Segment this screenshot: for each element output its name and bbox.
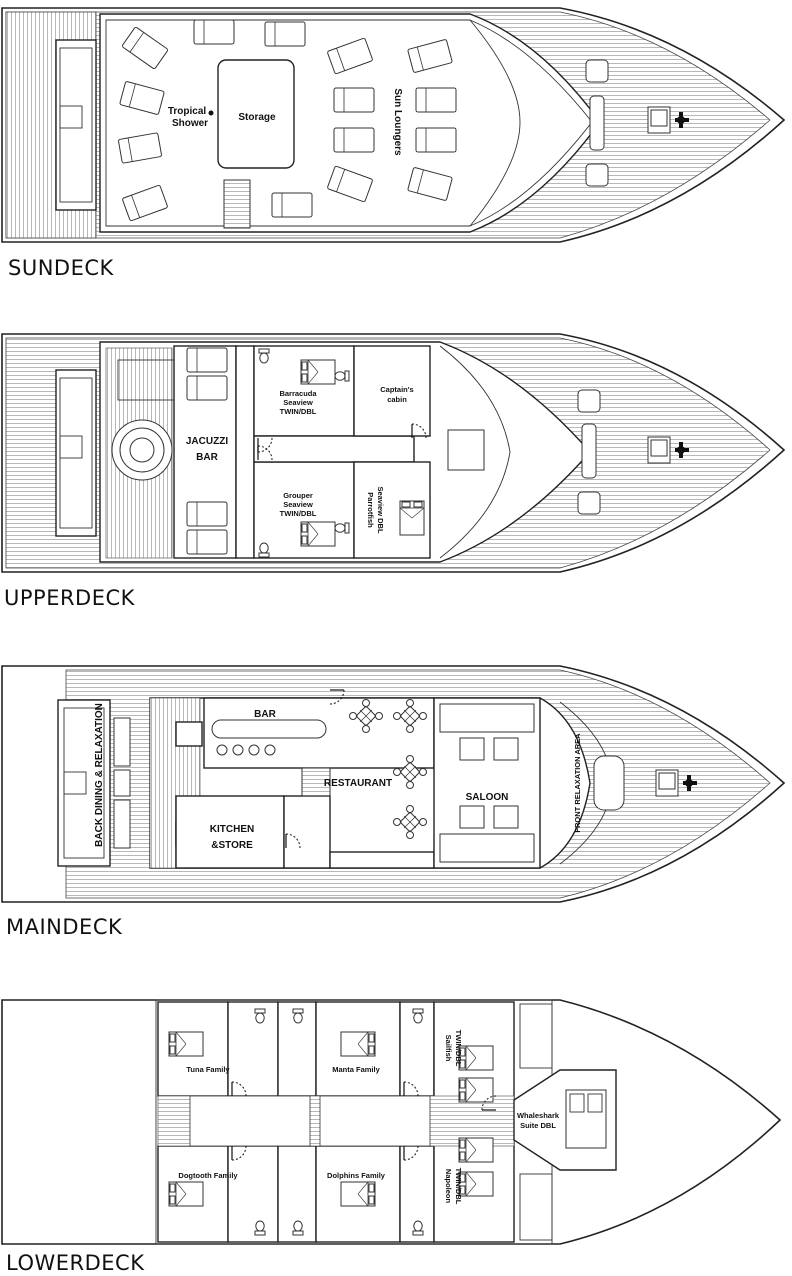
sun-lounger-icon [264, 21, 306, 47]
storage-label: Storage [238, 112, 276, 123]
deck-title-upperdeck: UPPERDECK [4, 586, 136, 610]
stairs-icon [301, 767, 331, 797]
captain-cabin-label: Captain's [380, 385, 413, 394]
lowerdeck: Tuna Family Manta Family Sailfish TWIN/D… [1, 999, 782, 1245]
bed-icon [168, 1181, 204, 1207]
barracuda-cabin-label: Barracuda [279, 389, 317, 398]
bed-icon [458, 1045, 494, 1071]
bar-label: BAR [254, 709, 276, 720]
sun-lounger-icon [186, 347, 228, 373]
bed-icon [399, 500, 425, 536]
sun-lounger-icon [186, 501, 228, 527]
whaleshark-suite-label-2: Suite DBL [520, 1121, 556, 1130]
sun-loungers-label: Sun Loungers [392, 88, 403, 156]
bed-icon [300, 521, 336, 547]
toilet-icon [412, 1008, 424, 1024]
toilet-icon [258, 348, 270, 364]
kitchen-label: KITCHEN [210, 824, 254, 835]
sun-lounger-icon [271, 192, 313, 218]
shower-icon [208, 110, 214, 116]
saloon-label: SALOON [466, 792, 509, 803]
toilet-icon [334, 370, 350, 382]
napoleon-cabin-label: Napoleon [444, 1169, 453, 1204]
bed-icon [300, 359, 336, 385]
sun-lounger-icon [333, 127, 375, 153]
tropical-shower-label-2: Shower [172, 118, 208, 129]
sun-lounger-icon [186, 529, 228, 555]
grouper-cabin-label-3: TWIN/DBL [280, 509, 317, 518]
captain-cabin-label-2: cabin [387, 395, 407, 404]
sun-lounger-icon [415, 87, 457, 113]
stairs-icon [223, 179, 251, 229]
toilet-icon [292, 1008, 304, 1024]
sun-lounger-icon [415, 127, 457, 153]
toilet-icon [254, 1008, 266, 1024]
dolphins-cabin-label: Dolphins Family [327, 1171, 386, 1180]
manta-cabin-label: Manta Family [332, 1065, 380, 1074]
bar-label: BAR [196, 452, 218, 463]
barracuda-cabin-label-2: Seaview [283, 398, 313, 407]
sun-lounger-icon [193, 19, 235, 45]
toilet-icon [292, 1220, 304, 1236]
tuna-cabin-label: Tuna Family [186, 1065, 230, 1074]
bed-icon [458, 1137, 494, 1163]
parrotfish-cabin-label: Parrotfish [366, 492, 375, 528]
toilet-icon [334, 522, 350, 534]
bed-icon [340, 1031, 376, 1057]
tropical-shower-label: Tropical [168, 106, 207, 117]
bed-icon [458, 1171, 494, 1197]
whaleshark-suite-label: Whaleshark [517, 1111, 560, 1120]
jacuzzi-label: JACUZZI [186, 436, 228, 447]
maindeck: BACK DINING & RELAXATION BAR RESTAURANT … [1, 665, 786, 903]
deck-title-sundeck: SUNDECK [8, 256, 115, 280]
sun-lounger-icon [186, 375, 228, 401]
dogtooth-cabin-label: Dogtooth Family [178, 1171, 238, 1180]
grouper-cabin-label: Grouper [283, 491, 313, 500]
front-relaxation-label: FRONT RELAXATION AREA [573, 733, 582, 833]
sailfish-cabin-label-2: TWIN/DBL [454, 1030, 463, 1067]
barracuda-cabin-label-3: TWIN/DBL [280, 407, 317, 416]
napoleon-cabin-label-2: TWIN/DBL [454, 1168, 463, 1205]
storage-room [217, 59, 295, 169]
restaurant-label: RESTAURANT [324, 778, 392, 789]
sundeck: Tropical Shower Storage Sun Loungers [1, 7, 786, 243]
grouper-cabin-label-2: Seaview [283, 500, 313, 509]
toilet-icon [258, 542, 270, 558]
deck-title-lowerdeck: LOWERDECK [6, 1251, 145, 1275]
sun-lounger-icon [333, 87, 375, 113]
bed-icon [168, 1031, 204, 1057]
bed-icon [340, 1181, 376, 1207]
kitchen-label-2: &STORE [211, 840, 253, 851]
sailfish-cabin-label: Sailfish [444, 1035, 453, 1062]
back-dining-label: BACK DINING & RELAXATION [94, 703, 105, 847]
parrotfish-cabin-label-2: Seaview DBL [376, 486, 385, 534]
toilet-icon [254, 1220, 266, 1236]
deck-title-maindeck: MAINDECK [6, 915, 123, 939]
toilet-icon [412, 1220, 424, 1236]
upperdeck: JACUZZI BAR Barracuda Seaview TWIN/DBL C… [1, 333, 786, 573]
